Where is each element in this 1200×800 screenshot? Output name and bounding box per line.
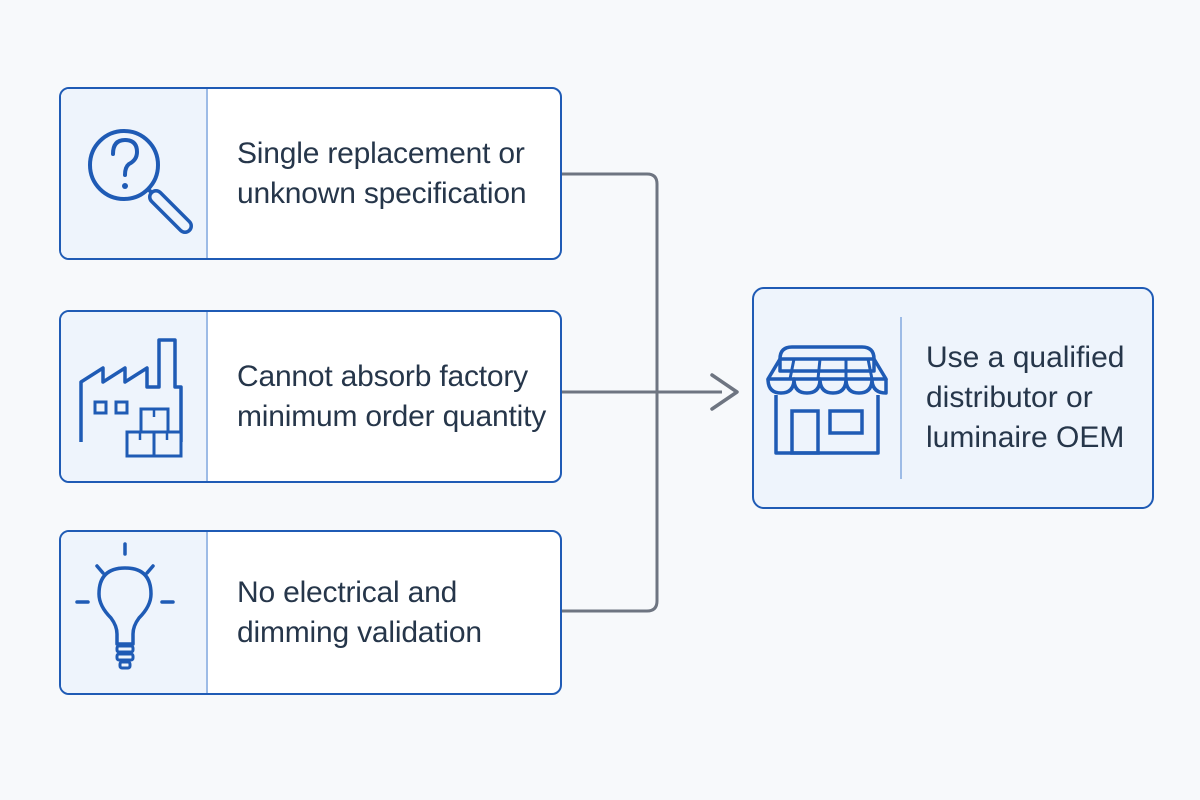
condition-card-unknown-spec: Single replacement or unknown specificat… [59, 87, 562, 260]
connector-bottom [562, 392, 659, 613]
condition-label: Cannot absorb factory minimum order quan… [237, 359, 547, 433]
condition-card-no-validation: No electrical and dimming validation [59, 530, 562, 695]
factory-icon [79, 338, 183, 458]
outcome-divider [900, 317, 902, 479]
magnifier-question-icon [88, 129, 193, 234]
condition-label: Single replacement or unknown specificat… [237, 136, 527, 210]
condition-card-moq: Cannot absorb factory minimum order quan… [59, 310, 562, 483]
storefront-icon [766, 345, 888, 455]
condition-label: No electrical and dimming validation [237, 575, 482, 649]
connector-top [562, 172, 659, 392]
outcome-card-distributor: Use a qualified distributor or luminaire… [752, 287, 1154, 509]
lightbulb-icon [75, 542, 175, 670]
arrow-head-icon [710, 373, 739, 411]
outcome-label: Use a qualified distributor or luminaire… [926, 341, 1125, 454]
